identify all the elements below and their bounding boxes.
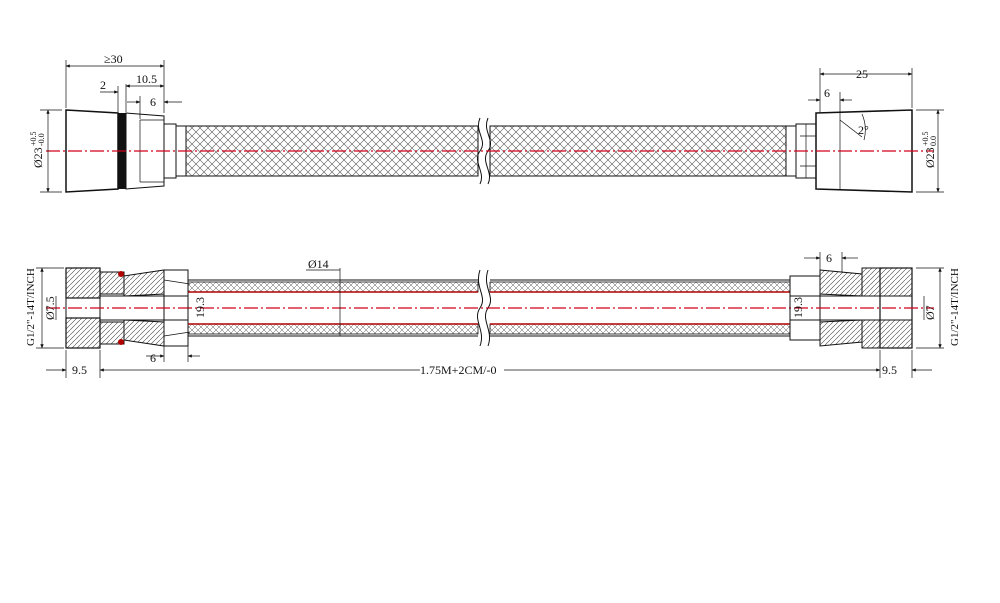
sect-left-nut-bottom [65,317,101,349]
dim-sect-d6-left: 6 [150,351,156,365]
dim-top-d2: 2 [100,78,106,92]
dim-sect-end-right: 9.5 [882,363,897,377]
dim-sect-bore-left: Ø7.5 [43,296,57,320]
dim-top-dia-right: Ø23 [923,147,937,168]
dim-top-angle: 2° [858,123,869,137]
sect-left-seal-bottom [118,339,124,345]
dim-sect-insert-left: 19.3 [193,297,207,318]
top-right-nut [815,109,913,193]
section-view: Ø14 19.3 19.3 G1/2"-14T/INCH Ø7.5 G1/2"-… [25,251,961,378]
dim-top-dia-right-tol-lower: 0.0 [929,136,938,146]
dim-sect-thread-left: G1/2"-14T/INCH [25,268,37,346]
sect-left-nut-top [65,267,101,299]
sect-left-seal-top [118,271,124,277]
dim-top-d6-left: 6 [150,95,156,109]
dim-sect-d6-right: 6 [826,251,832,265]
dim-top-dia-right-tol-upper: +0.5 [921,131,930,146]
top-view: ≥30 10.5 2 6 Ø23 +0.5 -0.0 25 6 2° [29,52,944,193]
dim-top-length-min: ≥30 [104,52,123,66]
dim-sect-bore-right: Ø7 [923,305,937,320]
dim-top-d6-right: 6 [824,86,830,100]
dim-top-d25: 25 [856,67,868,81]
dim-sect-end-left: 9.5 [72,363,87,377]
dim-sect-hose-dia: Ø14 [308,257,329,271]
dim-top-dia-left-tol-upper: +0.5 [29,131,38,146]
dim-total-length: 1.75M+2CM/-0 [420,363,496,377]
dim-top-dia-left: Ø23 [31,147,45,168]
dim-top-d105: 10.5 [136,72,157,86]
dim-sect-insert-right: 19.3 [791,297,805,318]
dim-top-dia-left-tol-lower: -0.0 [37,133,46,146]
dim-sect-thread-right: G1/2"-14T/INCH [949,268,961,346]
